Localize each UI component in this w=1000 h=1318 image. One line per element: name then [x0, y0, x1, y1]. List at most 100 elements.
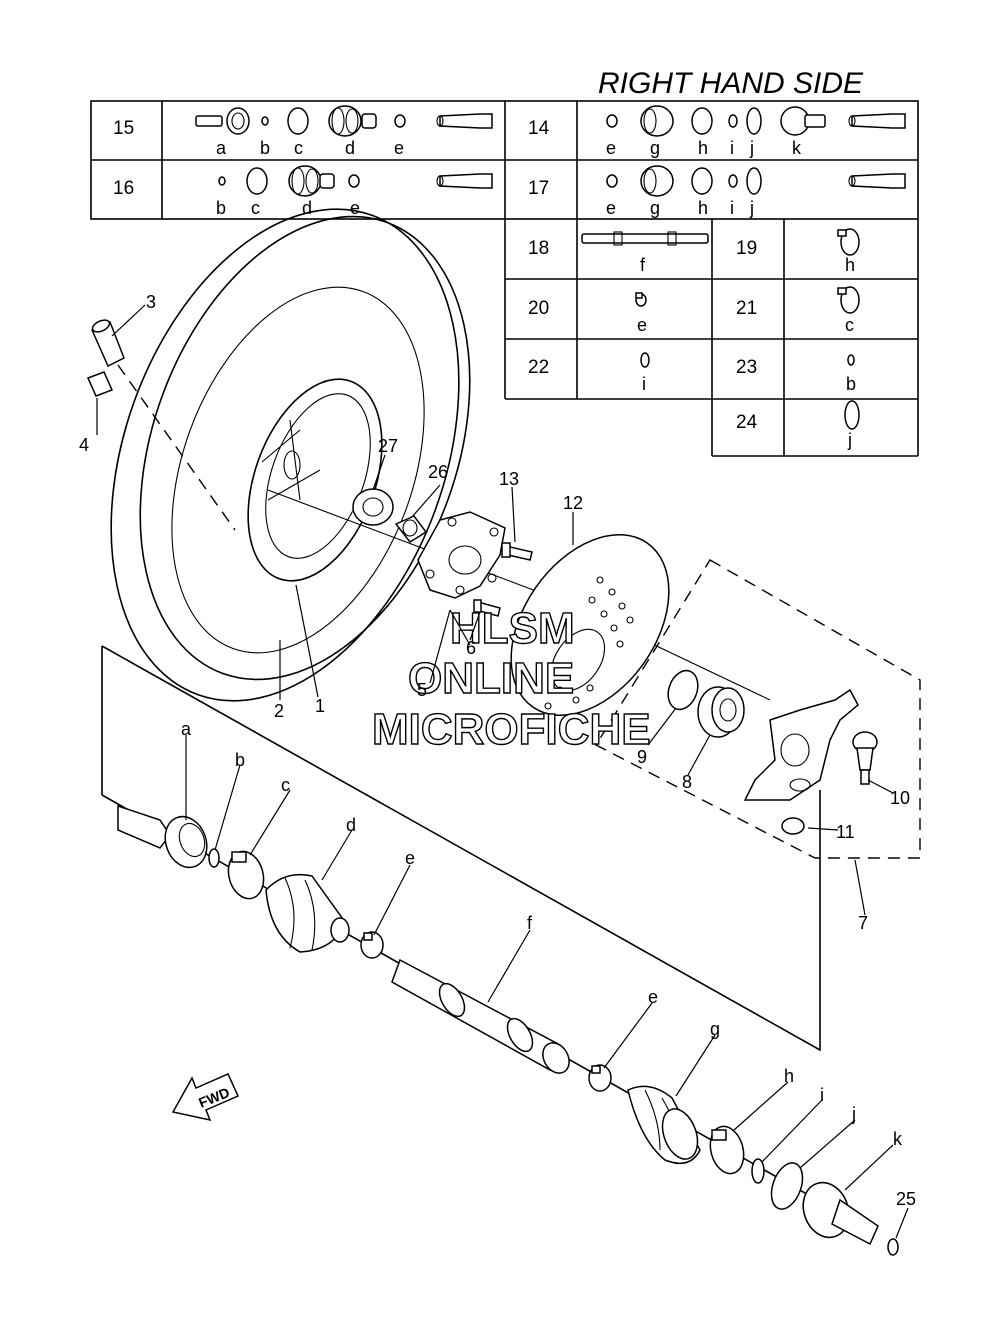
hub-bolt-13	[501, 542, 533, 561]
callout-11: 11	[836, 822, 855, 842]
kit-16-letters: b c d e	[216, 198, 360, 218]
watermark: HLSM ONLINE MICROFICHE	[371, 603, 651, 754]
kit-21-letter: c	[845, 315, 854, 335]
valve-stem	[91, 319, 125, 368]
ball-joint	[852, 731, 878, 785]
hub-bolt-6	[473, 599, 501, 617]
kit-20-letter: e	[637, 315, 647, 335]
outer-cv-joint-a	[117, 804, 208, 869]
kit-20-label: 20	[528, 298, 549, 319]
cotter-clip	[781, 817, 805, 835]
callout-4: 4	[79, 435, 89, 455]
axle-shaft-f	[391, 958, 570, 1074]
svg-text:c: c	[251, 198, 260, 218]
small-band-e2	[588, 1064, 612, 1092]
callout-c: c	[281, 775, 290, 795]
kit-15-label: 15	[113, 118, 134, 139]
valve-nut	[86, 371, 114, 397]
callout-d: d	[346, 815, 356, 835]
callout-g: g	[710, 1019, 720, 1039]
ring-j	[770, 1162, 804, 1210]
band-clamp-icon	[837, 228, 860, 256]
svg-text:MICROFICHE: MICROFICHE	[372, 705, 651, 754]
kit-19-label: 19	[736, 238, 757, 259]
svg-text:d: d	[302, 198, 312, 218]
callout-labels: 3 4 2 1 27 26 13 12 6 5 9 8 10 11 7 a b …	[79, 292, 916, 1209]
callout-e1: e	[405, 848, 415, 868]
svg-text:b: b	[216, 198, 226, 218]
kit-17-letters: e g h i j	[606, 198, 754, 218]
callout-3: 3	[146, 292, 156, 312]
kit-15-icons	[195, 105, 493, 137]
kit-16-label: 16	[113, 178, 134, 199]
kit-23-letter: b	[846, 374, 856, 394]
svg-text:d: d	[345, 138, 355, 158]
diagram-title: RIGHT HAND SIDE	[598, 67, 864, 100]
svg-text:c: c	[294, 138, 303, 158]
svg-text:a: a	[216, 138, 227, 158]
svg-text:k: k	[792, 138, 802, 158]
kit-18-label: 18	[528, 238, 549, 259]
svg-text:i: i	[730, 198, 734, 218]
callout-f: f	[527, 913, 533, 933]
kit-17-icons	[606, 165, 906, 197]
callout-25: 25	[896, 1189, 916, 1209]
svg-text:e: e	[606, 138, 616, 158]
callout-e2: e	[648, 987, 658, 1007]
svg-text:j: j	[749, 198, 754, 218]
forward-arrow-icon: FWD	[171, 1073, 239, 1122]
circlip	[667, 669, 699, 711]
kit-24-letter: j	[847, 430, 852, 450]
tire	[110, 208, 471, 702]
small-clamp-icon	[635, 292, 647, 307]
callout-1: 1	[315, 696, 325, 716]
circlip-icon	[640, 352, 650, 368]
steering-knuckle	[743, 688, 859, 801]
cv-boot-d	[265, 873, 350, 953]
kit-16-icons	[218, 165, 493, 197]
svg-text:HLSM: HLSM	[450, 604, 575, 653]
callout-h: h	[784, 1066, 794, 1086]
boot-band-c	[227, 850, 265, 900]
small-ring-icon	[847, 354, 855, 366]
cv-boot-g	[627, 1085, 701, 1165]
callout-a: a	[181, 719, 192, 739]
callout-12: 12	[563, 493, 583, 513]
hub-collar	[394, 515, 428, 543]
wheel-bearing	[697, 686, 745, 738]
kit-table: 15 14 16 17 a b c d e	[90, 100, 919, 457]
kit-14-label: 14	[528, 118, 550, 139]
callout-k: k	[893, 1129, 903, 1149]
callout-2: 2	[274, 701, 284, 721]
kit-19-letter: h	[845, 255, 855, 275]
svg-text:j: j	[749, 138, 754, 158]
callout-8: 8	[682, 772, 692, 792]
knuckle-assembly-outline	[595, 559, 921, 859]
kit-21-label: 21	[736, 298, 757, 319]
callout-b: b	[235, 750, 245, 770]
kit-22-label: 22	[528, 357, 549, 378]
svg-text:g: g	[650, 138, 660, 158]
wheel-hub	[417, 511, 506, 599]
svg-text:b: b	[260, 138, 270, 158]
kit-24-label: 24	[736, 412, 758, 433]
kit-18-letter: f	[640, 255, 646, 275]
callout-5: 5	[417, 680, 427, 700]
svg-text:e: e	[606, 198, 616, 218]
leader-lines	[96, 304, 909, 1239]
kit-14-letters: e g h i j k	[606, 138, 802, 158]
callout-27: 27	[378, 436, 398, 456]
shaft-icon	[581, 231, 709, 246]
callout-6: 6	[466, 638, 476, 658]
inner-cv-joint-k	[802, 1181, 879, 1246]
callout-10: 10	[890, 788, 910, 808]
circlip-b	[208, 848, 220, 868]
kit-23-label: 23	[736, 357, 757, 378]
kit-17-label: 17	[528, 178, 549, 199]
brake-disc	[510, 534, 670, 716]
callout-13: 13	[499, 469, 519, 489]
boot-band-h	[709, 1125, 745, 1175]
svg-text:i: i	[730, 138, 734, 158]
kit-22-letter: i	[642, 374, 646, 394]
kit-14-icons	[606, 105, 906, 137]
